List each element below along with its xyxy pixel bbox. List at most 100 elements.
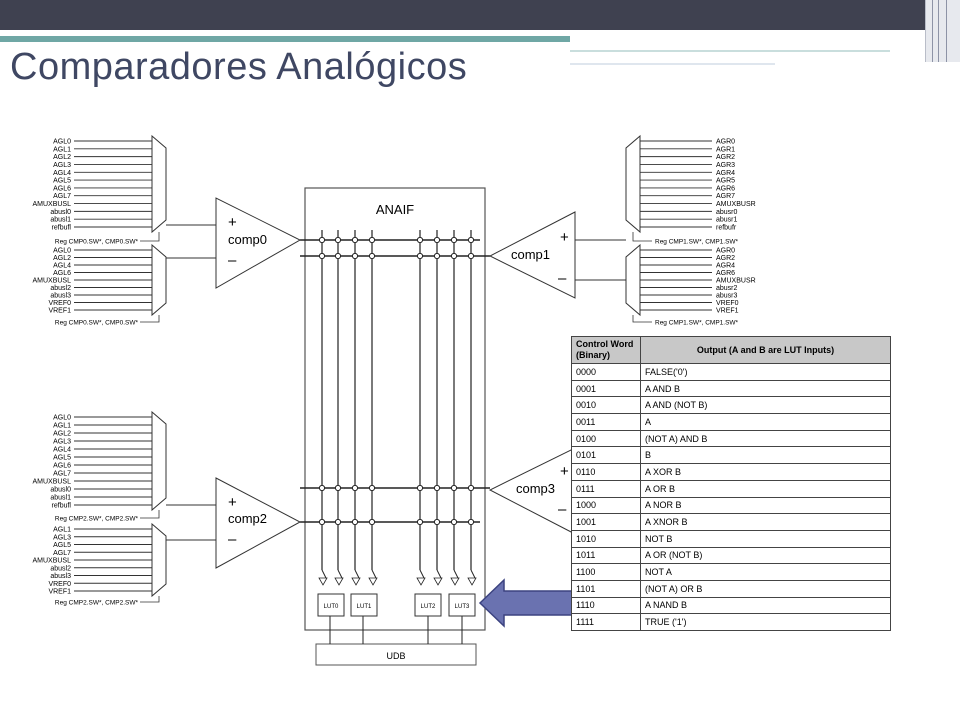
routing-junction — [351, 484, 359, 492]
slide-title: Comparadores Analógicos — [10, 46, 468, 88]
mux-shape — [151, 134, 167, 234]
mux-input-label: abusl3 — [50, 293, 71, 300]
comp2-minus-sign: – — [228, 531, 237, 548]
mux-input-label: AGR7 — [716, 193, 735, 200]
routing-switch — [419, 569, 425, 579]
slide-corner-decoration — [925, 0, 960, 62]
mux-input-label: VREF0 — [48, 300, 71, 307]
mux-comp0-plus: AGL0AGL1AGL2AGL3AGL4AGL5AGL6AGL7AMUXBUSL… — [32, 134, 216, 246]
routing-mux-symbol — [368, 577, 378, 586]
routing-junction — [416, 252, 424, 260]
routing-junction — [433, 236, 441, 244]
mux-comp1-minus: AGR0AGR2AGR4AGR6AMUXBUSRabusr2abusr3VREF… — [575, 243, 756, 327]
control-word-cell: 1010 — [571, 529, 641, 548]
routing-junction — [334, 236, 342, 244]
mux-select-line — [140, 232, 160, 242]
control-word-cell: 0001 — [571, 379, 641, 398]
mux-select-line — [140, 510, 160, 519]
routing-junction — [318, 518, 326, 526]
output-cell: TRUE ('1') — [640, 613, 891, 631]
lut-box — [414, 593, 442, 617]
table-row: 1101(NOT A) OR B — [571, 579, 891, 598]
title-accent-band — [0, 36, 570, 42]
anaif-label: ANAIF — [376, 202, 414, 217]
output-cell: A — [640, 413, 891, 431]
mux-input-label: AMUXBUSL — [32, 201, 71, 208]
routing-junction — [351, 252, 359, 260]
routing-junction — [416, 484, 424, 492]
output-cell: A OR B — [640, 479, 891, 498]
control-word-cell: 0111 — [571, 479, 641, 498]
routing-mux-symbol — [467, 577, 477, 586]
mux-input-label: abusl2 — [50, 285, 71, 292]
control-word-cell: 1011 — [571, 546, 641, 565]
routing-junction — [318, 484, 326, 492]
mux-input-label: AGL6 — [53, 270, 71, 277]
routing-junction — [334, 252, 342, 260]
control-word-cell: 0011 — [571, 413, 641, 431]
mux-input-label: VREF1 — [48, 308, 71, 315]
comp0-plus-sign: + — [228, 214, 237, 231]
udb-label: UDB — [386, 651, 405, 661]
output-cell: A XOR B — [640, 463, 891, 481]
mux-input-label: abusr3 — [716, 293, 738, 300]
mux-input-label: AGR2 — [716, 255, 735, 262]
mux-select-line — [140, 315, 160, 323]
mux-input-label: refbufr — [716, 225, 737, 232]
routing-junction — [318, 252, 326, 260]
control-word-cell: 0110 — [571, 463, 641, 481]
lut-label: LUT0 — [324, 604, 339, 610]
output-cell: NOT A — [640, 563, 891, 581]
routing-junction — [467, 236, 475, 244]
mux-input-label: AGL3 — [53, 439, 71, 446]
table-header-control-word: Control Word (Binary) — [571, 336, 641, 364]
mux-input-label: abusl0 — [50, 209, 71, 216]
mux-select-line — [140, 596, 160, 603]
mux-input-label: AMUXBUSL — [32, 479, 71, 486]
mux-input-label: VREF1 — [48, 589, 71, 596]
control-word-cell: 1000 — [571, 496, 641, 515]
routing-junction — [334, 518, 342, 526]
table-header-output: Output (A and B are LUT Inputs) — [640, 336, 891, 364]
output-cell: (NOT A) AND B — [640, 429, 891, 448]
mux-register-label: Reg CMP2.SW*, CMP2.SW* — [55, 600, 139, 607]
comp0-minus-sign: – — [228, 252, 237, 269]
control-word-cell: 0010 — [571, 396, 641, 415]
comp3-label: comp3 — [516, 481, 555, 496]
mux-input-label: AGL3 — [53, 534, 71, 541]
mux-input-label: abusr2 — [716, 285, 738, 292]
comp3-minus-sign: – — [558, 501, 567, 518]
output-cell: A NOR B — [640, 496, 891, 515]
mux-register-label: Reg CMP1.SW*, CMP1.SW* — [655, 239, 739, 246]
mux-input-label: AGL4 — [53, 263, 71, 270]
routing-mux-symbol — [351, 577, 361, 586]
mux-input-label: AGL6 — [53, 185, 71, 192]
mux-input-label: AGL5 — [53, 455, 71, 462]
control-word-cell: 0100 — [571, 429, 641, 448]
mux-input-label: AGL5 — [53, 542, 71, 549]
control-word-cell: 1110 — [571, 596, 641, 615]
lut-label: LUT1 — [357, 604, 372, 610]
routing-junction — [433, 518, 441, 526]
lut-control-word-table: Control Word (Binary) Output (A and B ar… — [571, 336, 891, 631]
mux-input-label: abusl1 — [50, 495, 71, 502]
mux-select-line — [632, 315, 652, 323]
routing-junction — [318, 236, 326, 244]
mux-register-label: Reg CMP0.SW*, CMP0.SW* — [55, 239, 139, 246]
control-word-cell: 1101 — [571, 579, 641, 598]
mux-shape — [625, 134, 641, 234]
comparator-comp0: + comp0 – — [215, 197, 302, 289]
mux-register-label: Reg CMP1.SW*, CMP1.SW* — [655, 320, 739, 327]
output-cell: FALSE('0') — [640, 363, 891, 381]
lut-box — [317, 593, 345, 617]
mux-register-label: Reg CMP2.SW*, CMP2.SW* — [55, 516, 139, 523]
mux-input-label: AMUXBUSR — [716, 201, 756, 208]
output-cell: (NOT A) OR B — [640, 579, 891, 598]
routing-junction — [450, 252, 458, 260]
